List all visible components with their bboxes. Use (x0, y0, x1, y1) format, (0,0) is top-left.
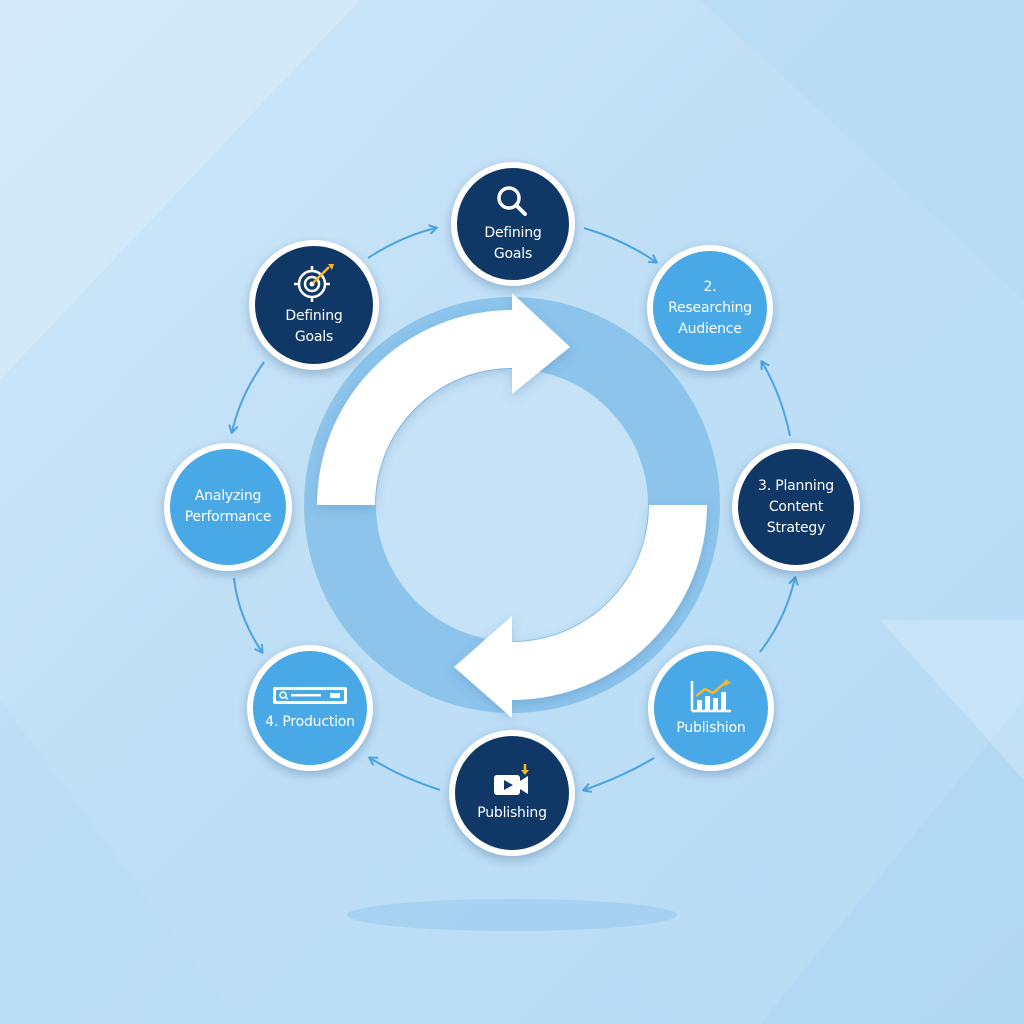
node-planning-content-strategy: 3. Planning Content Strategy (732, 443, 860, 571)
node-label: Analyzing Performance (184, 488, 272, 525)
magnifier-icon (497, 186, 527, 216)
connector-arrow (582, 757, 655, 793)
node-production: 4. Production (247, 645, 373, 771)
connector-arrow (583, 227, 658, 264)
node-publishing: Publishing (449, 730, 575, 856)
target-icon (294, 264, 334, 302)
node-label: 2. Researching Audience (668, 278, 752, 337)
connector-arrow (367, 224, 438, 259)
node-label: 4. Production (265, 713, 355, 730)
connector-arrow (368, 756, 441, 791)
node-label: Publishing (477, 804, 547, 821)
node-label: Defining Goals (285, 308, 343, 345)
node-researching-audience: 2. Researching Audience (647, 245, 773, 371)
cycle-arrow-upper (317, 293, 570, 505)
node-publishion: Publishion (648, 645, 774, 771)
node-label: Publishion (676, 719, 746, 736)
node-defining-goals-top: Defining Goals (451, 162, 575, 286)
node-label: Defining Goals (484, 225, 542, 262)
search-bar-icon (273, 686, 347, 704)
cycle-arrow-lower (454, 505, 707, 718)
node-label: 3. Planning Content Strategy (758, 477, 834, 536)
connector-arrow (760, 360, 791, 437)
connector-arrow (228, 361, 265, 434)
growth-chart-icon (690, 678, 731, 712)
connector-arrow (233, 577, 264, 654)
video-camera-icon (494, 763, 529, 795)
connector-arrow (759, 576, 799, 653)
node-defining-goals-upper-left: Defining Goals (249, 240, 379, 370)
node-analyzing-performance: Analyzing Performance (164, 443, 292, 571)
